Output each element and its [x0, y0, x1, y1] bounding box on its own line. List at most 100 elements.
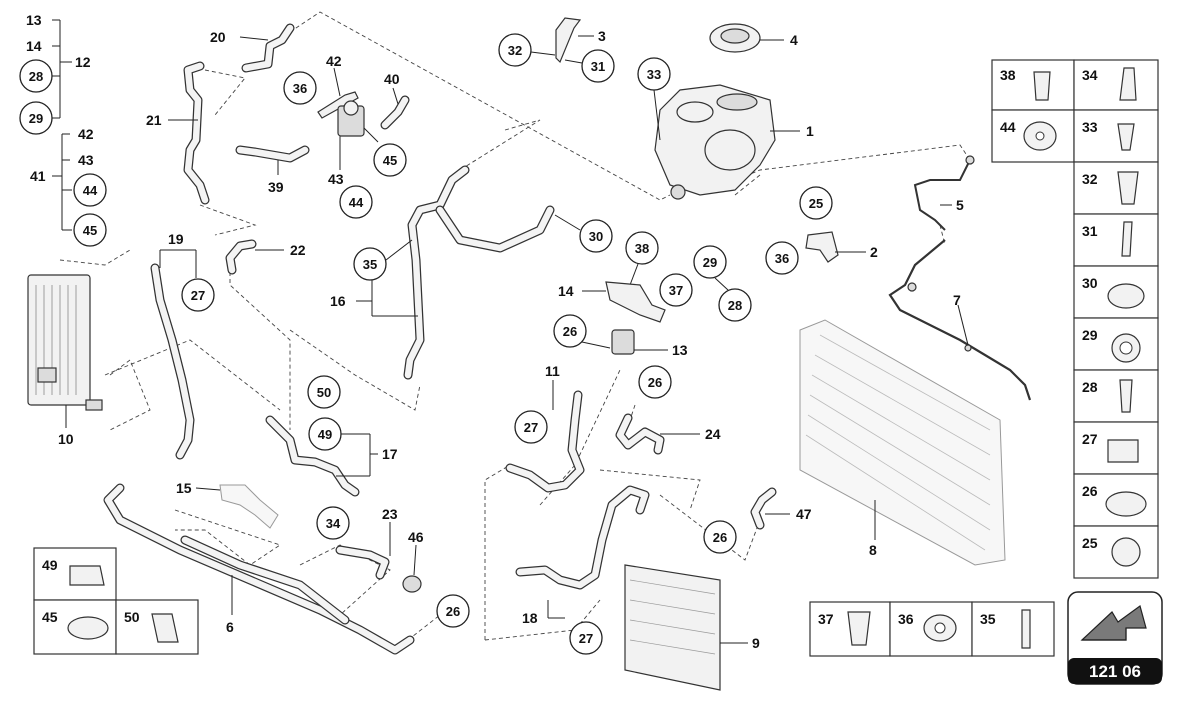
callout-20: 20 — [210, 29, 226, 45]
circle-callout-27-b: 27 — [524, 420, 538, 435]
circle-callout-34: 34 — [326, 516, 341, 531]
part-15: 15 — [176, 480, 279, 529]
callout-11: 11 — [545, 363, 560, 379]
valve-cluster: 36 42 45 43 44 40 39 — [235, 53, 410, 219]
callout-2: 2 — [870, 244, 878, 260]
left-top-callouts: 13 14 12 28 29 42 43 41 44 45 — [19, 12, 107, 247]
circle-callout-29-b: 29 — [703, 255, 717, 270]
callout-1: 1 — [806, 123, 814, 139]
callout-4: 4 — [790, 32, 798, 48]
callout-14-b: 14 — [558, 283, 574, 299]
callout-19: 19 — [168, 231, 184, 247]
circle-callout-26-b: 26 — [648, 375, 662, 390]
valve-13-14: 38 14 37 29 28 13 26 — [553, 231, 752, 358]
callout-6: 6 — [226, 619, 234, 635]
callout-42: 42 — [78, 126, 94, 142]
hose-11: 11 27 — [505, 363, 585, 493]
hose-20: 20 — [210, 23, 295, 73]
circle-callout-36-b: 36 — [775, 251, 789, 266]
circle-callout-32: 32 — [508, 43, 522, 58]
hose-24: 26 24 — [615, 365, 721, 455]
legend-29: 29 — [1082, 327, 1098, 343]
callout-23: 23 — [382, 506, 398, 522]
callout-17: 17 — [382, 446, 398, 462]
legend-34: 34 — [1082, 67, 1098, 83]
legend-36: 36 — [898, 611, 914, 627]
circle-callout-37: 37 — [669, 283, 683, 298]
legend-26: 26 — [1082, 483, 1098, 499]
legend-27: 27 — [1082, 431, 1098, 447]
radiator-10: 10 — [27, 274, 103, 447]
legend-44: 44 — [1000, 119, 1016, 135]
bracket-3: 32 3 31 — [498, 17, 615, 83]
legend-bottom-left: 49 45 50 — [33, 547, 199, 655]
cooler-9: 9 26 — [624, 520, 760, 691]
callout-3: 3 — [598, 28, 606, 44]
legend-bottom-middle: 37 36 35 — [809, 601, 1055, 657]
page-code-badge: 121 06 — [1067, 591, 1163, 685]
hose-22: 22 — [225, 239, 306, 275]
callout-14: 14 — [26, 38, 42, 54]
callout-15: 15 — [176, 480, 192, 496]
circle-callout-25: 25 — [809, 196, 823, 211]
hose-17: 50 49 17 34 — [265, 375, 398, 540]
callout-5: 5 — [956, 197, 964, 213]
circle-callout-27: 27 — [191, 288, 205, 303]
pipe-6: 6 — [103, 483, 415, 655]
circle-callout-38: 38 — [635, 241, 649, 256]
callout-40: 40 — [384, 71, 400, 87]
circle-callout-36: 36 — [293, 81, 307, 96]
circle-callout-26-c: 26 — [446, 604, 460, 619]
legend-35: 35 — [980, 611, 996, 627]
circle-callout-45-b: 45 — [383, 153, 397, 168]
legend-25: 25 — [1082, 535, 1098, 551]
callout-9: 9 — [752, 635, 760, 651]
circle-callout-27-c: 27 — [579, 631, 593, 646]
circle-callout-44-b: 44 — [349, 195, 364, 210]
callout-43-b: 43 — [328, 171, 344, 187]
legend-49: 49 — [42, 557, 58, 573]
circle-callout-33: 33 — [647, 67, 661, 82]
circle-callout-44: 44 — [83, 183, 98, 198]
legend-37: 37 — [818, 611, 834, 627]
circle-callout-29: 29 — [29, 111, 43, 126]
callout-43: 43 — [78, 152, 94, 168]
harness-7: 7 — [888, 239, 1032, 401]
legend-45: 45 — [42, 609, 58, 625]
pipe-21: 21 — [146, 61, 210, 205]
callout-39: 39 — [268, 179, 284, 195]
callout-12: 12 — [75, 54, 91, 70]
callout-22: 22 — [290, 242, 306, 258]
callout-16: 16 — [330, 293, 346, 309]
hose-18: 18 27 26 — [436, 485, 650, 655]
expansion-tank-1: 4 1 33 — [637, 23, 814, 200]
callout-18: 18 — [522, 610, 538, 626]
callout-7: 7 — [953, 292, 961, 308]
circle-callout-49: 49 — [318, 427, 332, 442]
callout-42-b: 42 — [326, 53, 342, 69]
legend-50: 50 — [124, 609, 140, 625]
callout-47: 47 — [796, 506, 812, 522]
legend-38: 38 — [1000, 67, 1016, 83]
circle-callout-35: 35 — [363, 257, 377, 272]
callout-41: 41 — [30, 168, 46, 184]
callout-21: 21 — [146, 112, 162, 128]
circle-callout-28-b: 28 — [728, 298, 742, 313]
callout-8: 8 — [869, 542, 877, 558]
legend-33: 33 — [1082, 119, 1098, 135]
circle-callout-28: 28 — [29, 69, 43, 84]
circle-callout-45: 45 — [83, 223, 97, 238]
hose-23: 23 46 — [335, 506, 424, 593]
circle-callout-26-d: 26 — [713, 530, 727, 545]
legend-30: 30 — [1082, 275, 1098, 291]
page-code-text: 121 06 — [1089, 662, 1141, 681]
sensor-lead-5: 5 25 36 2 — [765, 155, 975, 275]
hose-47: 47 — [750, 487, 812, 530]
callout-10: 10 — [58, 431, 74, 447]
legend-28: 28 — [1082, 379, 1098, 395]
callout-13: 13 — [26, 12, 42, 28]
circle-callout-30: 30 — [589, 229, 603, 244]
circle-callout-50: 50 — [317, 385, 331, 400]
hose-19: 19 27 — [150, 231, 215, 460]
